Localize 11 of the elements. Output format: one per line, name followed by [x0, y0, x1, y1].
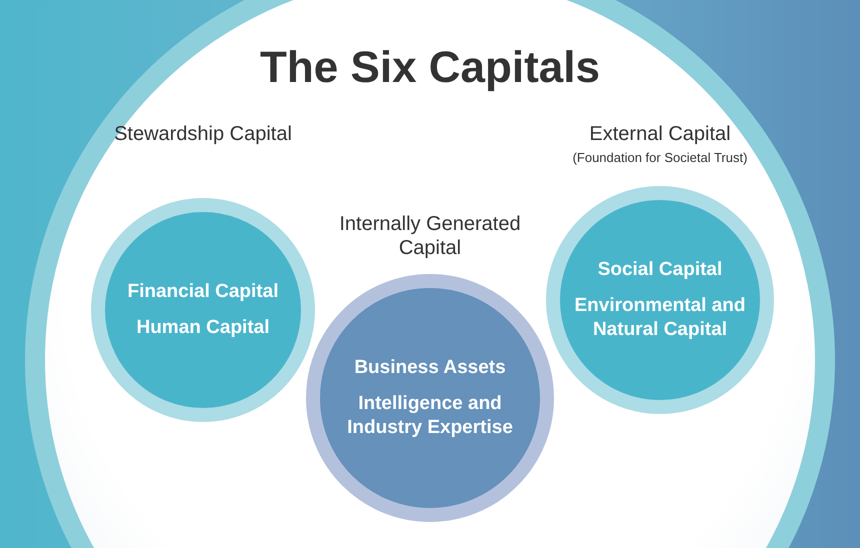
- capital-name: Social Capital: [598, 258, 722, 282]
- capital-name: Intelligence and Industry Expertise: [346, 392, 514, 440]
- group-heading: Internally Generated Capital: [338, 212, 522, 260]
- group-heading: Stewardship Capital: [113, 122, 293, 146]
- group-subheading: (Foundation for Societal Trust): [572, 150, 748, 166]
- title: The Six Capitals: [259, 42, 601, 94]
- capital-name: Business Assets: [354, 356, 506, 380]
- capital-name: Human Capital: [136, 316, 270, 340]
- group-heading: External Capital: [588, 122, 732, 146]
- capital-name: Environmental and Natural Capital: [573, 294, 747, 342]
- capital-name: Financial Capital: [128, 280, 278, 304]
